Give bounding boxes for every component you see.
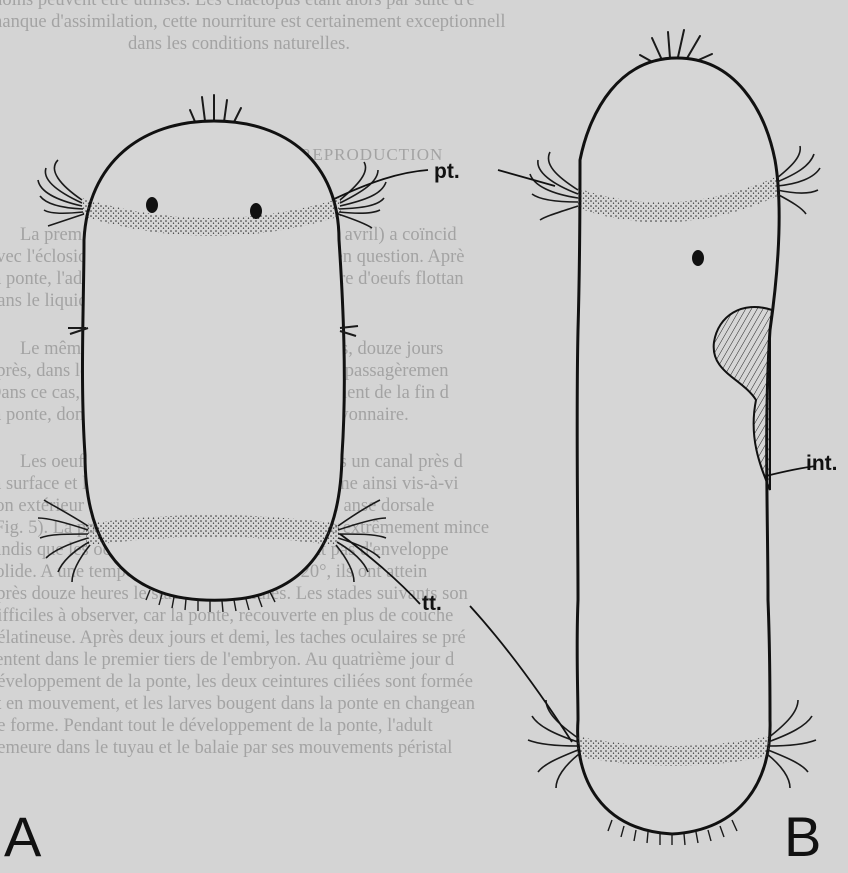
larva-a-prototroch-cilia-right <box>338 162 386 228</box>
label-intestine: int. <box>806 452 838 475</box>
panel-label-b: B <box>784 805 821 868</box>
larva-a-eye-left <box>146 197 158 213</box>
larva-a-telotroch-cilia-left <box>38 500 90 582</box>
panel-label-a: A <box>4 805 42 868</box>
label-prototroch: pt. <box>434 160 460 183</box>
larva-b-body-outline <box>577 58 779 834</box>
label-telotroch: tt. <box>422 592 442 615</box>
larva-b-eye <box>692 250 704 266</box>
larva-b-drawing <box>528 30 820 845</box>
larva-a-eye-right <box>250 203 262 219</box>
larva-b-telotroch-cilia-right <box>767 700 816 788</box>
larva-a-drawing <box>38 95 386 612</box>
leader-tt-to-a <box>340 534 420 604</box>
larva-a-telotroch-cilia-right <box>336 500 386 582</box>
larva-a-prototroch-cilia-left <box>38 160 84 226</box>
larva-b-prototroch-cilia-right <box>777 146 820 214</box>
